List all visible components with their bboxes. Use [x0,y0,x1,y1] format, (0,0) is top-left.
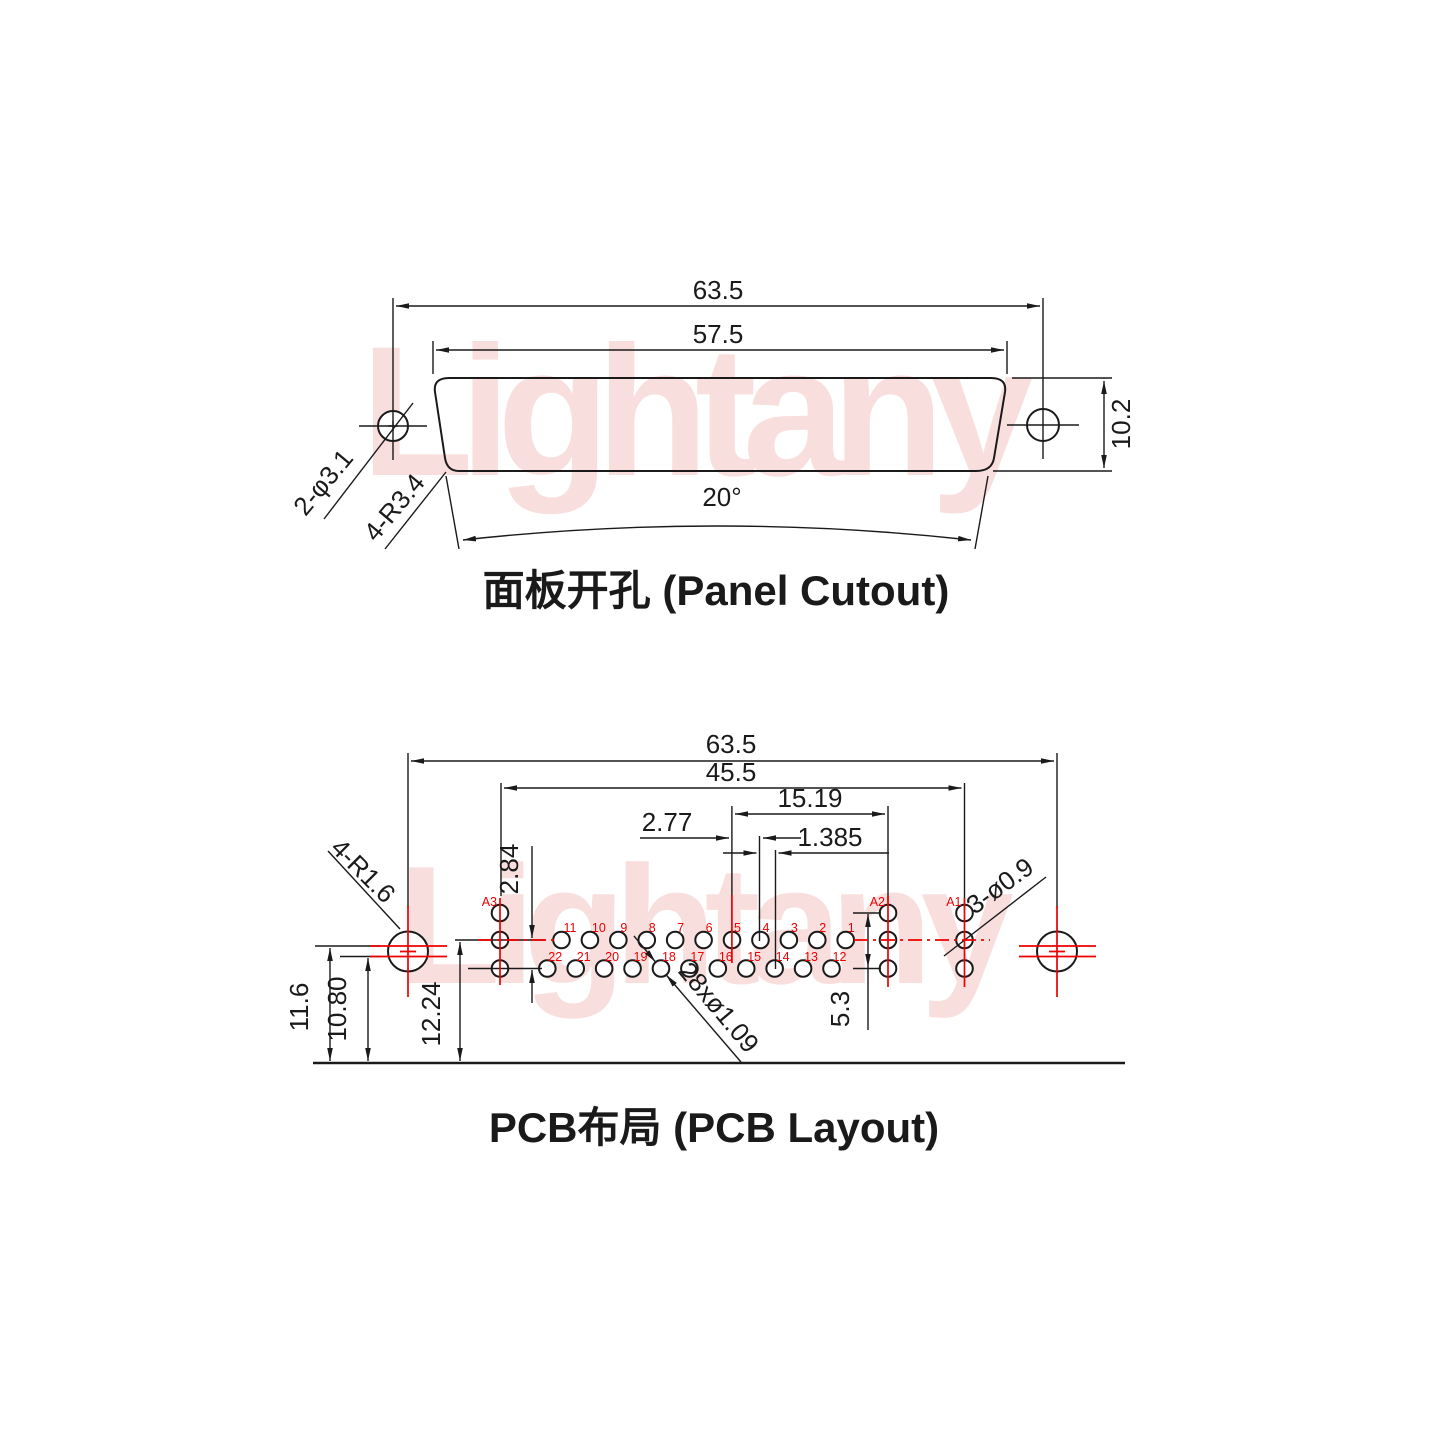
pin-hole-3 [779,930,799,950]
pcb-dim-63-label: 63.5 [706,729,757,759]
pcb-dim-53-label: 5.3 [825,991,855,1027]
pin-hole-18 [651,959,671,978]
pin-number-9: 9 [620,921,627,935]
pcb-leader-mount-radius [327,850,401,930]
watermark-top: Lightany [361,309,1033,515]
watermark-bottom: Lightany [398,831,1014,1019]
pin-number-6: 6 [706,921,713,935]
pcb-label-mount-radius: 4-R1.6 [325,832,401,908]
pin-hole-12 [822,959,841,978]
panel-angle-arc [462,525,972,542]
pcb-layout-title: PCB布局 (PCB Layout) [489,1104,939,1151]
pin-number-14: 14 [776,950,790,964]
pin-hole-19 [623,959,642,978]
pcb-coax-centerlines [499,895,966,987]
pin-number-15: 15 [747,950,761,964]
pin-hole-15 [736,959,756,978]
panel-dim-63-label: 63.5 [693,275,744,305]
pcb-dim-45-label: 45.5 [706,757,757,787]
pin-number-11: 11 [564,921,577,935]
panel-angle-label: 20° [702,482,741,512]
panel-dim-57-label: 57.5 [693,319,744,349]
pin-number-4: 4 [762,921,769,935]
coax-label-A3: A3 [482,895,497,909]
pcb-dim-116-label: 11.6 [284,983,314,1032]
pin-number-17: 17 [690,950,704,964]
pin-number-18: 18 [662,950,676,964]
pcb-dim-1519-label: 15.19 [777,783,842,813]
pin-number-7: 7 [677,921,684,935]
pin-number-22: 22 [548,950,562,964]
panel-angle-ext-lines [445,475,989,550]
pin-number-10: 10 [592,921,606,935]
pin-hole-9 [609,930,628,950]
coax-label-A1: A1 [946,895,961,909]
pin-hole-14 [765,959,784,978]
pcb-dim-284-label: 2.84 [494,844,524,895]
pcb-leader-signal-holes-lower [665,974,742,1063]
panel-dim-102-ext [993,377,1112,472]
pin-number-3: 3 [791,921,798,935]
panel-dim-57-ext [432,341,1008,374]
pcb-mount-left-crosshair [370,906,447,997]
panel-cutout-outline [433,377,1007,472]
panel-leader-mount-holes [323,402,414,520]
pin-number-2: 2 [819,921,826,935]
pin-hole-16 [708,959,728,978]
pin-hole-20 [594,959,614,978]
pcb-dim-1080-label: 10.80 [322,976,352,1041]
panel-label-mount-holes: 2-φ3.1 [287,443,359,521]
pin-number-12: 12 [833,950,847,964]
pin-hole-4 [751,930,770,950]
pcb-leader-coax-hole [943,876,1047,957]
pin-number-19: 19 [634,950,648,964]
pin-number-20: 20 [605,950,619,964]
pin-hole-7 [665,930,685,950]
coax-label-A2: A2 [870,895,885,909]
panel-leader-corner-radius [384,471,447,550]
pcb-mount-right-crosshair [1019,906,1096,997]
pin-number-21: 21 [577,950,591,964]
pcb-dim-1224-label: 12.24 [416,981,446,1046]
pin-hole-21 [566,959,586,978]
pin-hole-13 [793,959,813,978]
pin-hole-2 [807,930,827,950]
pcb-dim-1385-label: 1.385 [797,822,862,852]
pin-number-1: 1 [848,921,855,935]
panel-cutout-title: 面板开孔 (Panel Cutout) [483,567,950,614]
pin-number-16: 16 [719,950,733,964]
pin-hole-8 [637,930,657,950]
pcb-dim-277-label: 2.77 [642,807,693,837]
pcb-leader-signal-holes-upper [633,935,657,963]
pcb-ext-lines [315,753,1058,970]
pin-number-8: 8 [649,921,656,935]
pin-number-5: 5 [734,921,741,935]
pin-hole-17 [680,959,699,978]
panel-dim-102-label: 10.2 [1106,399,1136,450]
pin-hole-10 [580,930,600,950]
pin-number-13: 13 [804,950,818,964]
pin-hole-6 [694,930,713,950]
